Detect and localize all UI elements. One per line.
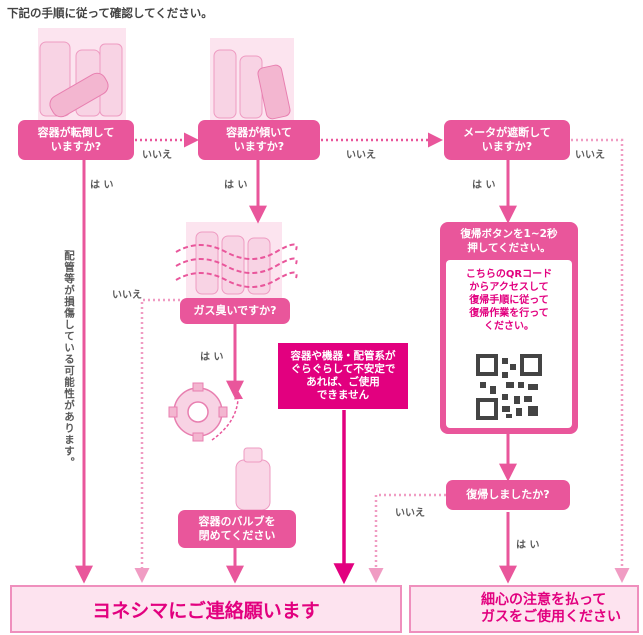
outcome-caution-text: 細心の注意を払って ガスをご使用ください [481, 592, 621, 625]
question-gas-smell: ガス臭いですか? [180, 298, 290, 324]
qr-code [476, 354, 542, 420]
question-container-fallen: 容器が転倒して いますか? [18, 120, 134, 160]
question-container-tilted: 容器が傾いて いますか? [198, 120, 320, 160]
label-yes-4: は い [200, 352, 224, 363]
label-no-2: いいえ [346, 150, 376, 161]
label-yes-5: は い [516, 540, 540, 551]
label-no-3: いいえ [575, 150, 605, 161]
label-no-5: いいえ [395, 508, 425, 519]
fallen-container-illustration [38, 28, 126, 120]
question-meter-shutoff: メータが遮断して いますか? [444, 120, 570, 160]
outcome-contact: ヨネシマにご連絡願います [10, 585, 402, 633]
outcome-caution: 細心の注意を払って ガスをご使用ください [409, 585, 639, 633]
action-reset-label: 復帰ボタンを1~2秒 押してください。 [460, 228, 558, 254]
qr-instruction: こちらのQRコード からアクセスして 復帰手順に従って 復帰作業を行って くださ… [465, 269, 553, 332]
label-no-1: いいえ [142, 150, 172, 161]
warning-unstable: 容器や機器・配管系が ぐらぐらして不安定で あれば、ご使用 できません [278, 343, 408, 409]
label-yes-3: は い [472, 180, 496, 191]
question-recovered: 復帰しましたか? [446, 480, 570, 510]
outcome-contact-text: ヨネシマにご連絡願います [92, 599, 320, 622]
side-note-pipe-damage: 配管等が損傷している可能性があります。 [63, 250, 75, 469]
label-yes-2: は い [224, 180, 248, 191]
valve-illustration [168, 382, 271, 511]
label-no-4: いいえ [112, 290, 142, 301]
label-yes-1: は い [90, 180, 114, 191]
header-instruction: 下記の手順に従って確認してください。 [7, 6, 213, 20]
gas-leak-illustration [175, 222, 298, 300]
tilted-container-illustration [210, 38, 294, 122]
action-close-valve: 容器のバルブを 閉めてください [178, 510, 296, 548]
